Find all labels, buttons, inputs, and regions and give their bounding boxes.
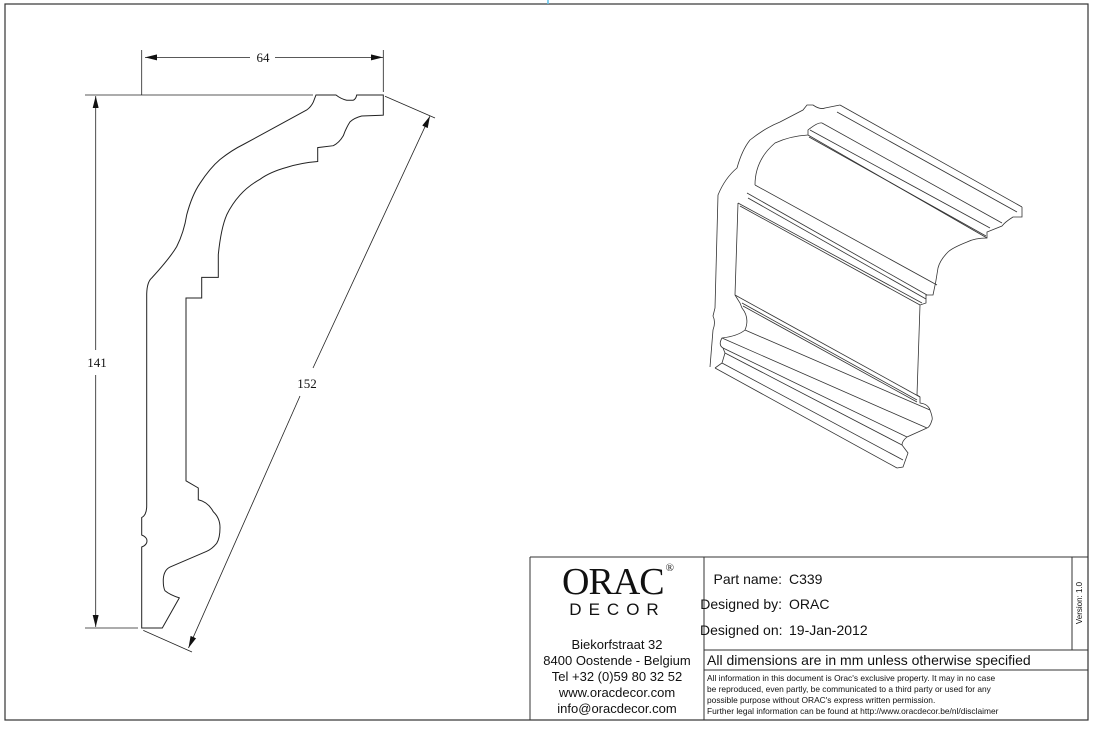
dim-arrow-152-top	[312, 115, 431, 369]
designed-by-value: ORAC	[789, 596, 830, 612]
dim-diagonal-label: 152	[297, 376, 317, 391]
dimension-lines	[85, 50, 436, 653]
extension-line	[143, 630, 193, 653]
dim-width-label: 64	[257, 50, 271, 65]
address-website: www.oracdecor.com	[558, 685, 676, 700]
extension-line	[384, 95, 436, 119]
part-name-value: C339	[789, 571, 823, 587]
legal-line: All information in this document is Orac…	[707, 673, 996, 683]
part-name-label: Part name:	[713, 571, 782, 587]
dim-arrow-152-bottom	[188, 395, 301, 649]
iso-far-profile	[896, 207, 1023, 469]
company-logo: ORAC® DECOR	[535, 563, 700, 619]
legal-notice: All information in this document is Orac…	[707, 673, 998, 717]
address-email: info@oracdecor.com	[557, 701, 677, 716]
legal-line: be reproduced, even partly, be communica…	[707, 684, 991, 694]
units-note: All dimensions are in mm unless otherwis…	[707, 652, 1031, 668]
address-street: Biekorfstraat 32	[571, 637, 663, 652]
profile-outline	[141, 94, 384, 629]
logo-sub: DECOR	[569, 600, 666, 619]
isometric-view	[709, 104, 1023, 469]
company-address: Biekorfstraat 32 8400 Oostende - Belgium…	[532, 637, 702, 717]
address-phone: Tel +32 (0)59 80 32 52	[551, 669, 683, 684]
version-label: Version: 1.0	[1075, 581, 1084, 625]
legal-line: possible purpose without ORAC's express …	[707, 695, 936, 705]
address-city: 8400 Oostende - Belgium	[543, 653, 691, 668]
title-block-grid	[529, 556, 1088, 720]
logo-registered: ®	[665, 562, 674, 574]
logo-main: ORAC	[562, 561, 665, 603]
dim-height-label: 141	[87, 355, 107, 370]
profile-section	[141, 94, 384, 629]
designed-on-value: 19-Jan-2012	[789, 622, 868, 638]
legal-line: Further legal information can be found a…	[707, 706, 999, 716]
iso-cove	[754, 122, 823, 186]
drawing-frame	[4, 3, 1089, 721]
iso-end-profile-inner	[714, 202, 748, 369]
designed-by-label: Designed by:	[700, 596, 782, 612]
designed-on-label: Designed on:	[700, 622, 783, 638]
iso-end-profile	[709, 104, 841, 368]
